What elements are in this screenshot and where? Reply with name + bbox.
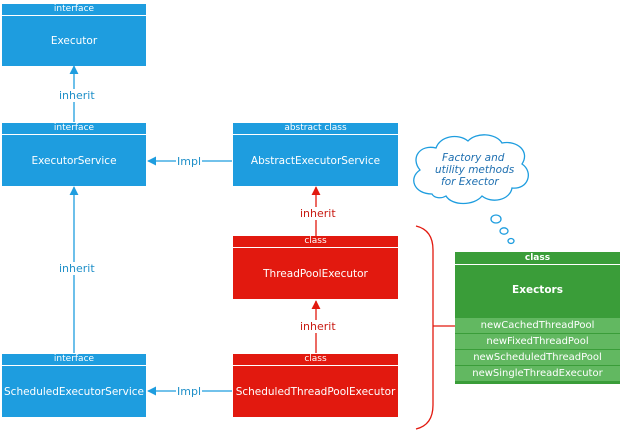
note-line: for Exector	[441, 176, 499, 188]
class-name: Executor	[50, 35, 98, 47]
executor-service-interface-box: interface ExecutorService	[2, 123, 146, 186]
class-name: ScheduledExecutorService	[4, 385, 144, 398]
method-item: newScheduledThreadPool	[455, 350, 620, 365]
edge-label-impl: Impl	[176, 385, 202, 398]
stereotype-label: interface	[2, 123, 146, 135]
method-item: newCachedThreadPool	[455, 318, 620, 333]
edge-label-inherit: inherit	[58, 262, 96, 275]
edge-label-inherit: inherit	[299, 207, 337, 220]
scheduled-executor-service-interface-box: interface ScheduledExecutorService	[2, 354, 146, 417]
class-name: ThreadPoolExecutor	[263, 267, 368, 280]
edge-label-inherit: inherit	[58, 89, 96, 102]
stereotype-label: abstract class	[233, 123, 398, 135]
class-name: Exectors	[512, 284, 563, 296]
stereotype-label: class	[455, 252, 620, 265]
note-text: Factory and utility methods for Exector	[425, 152, 520, 188]
scheduled-thread-pool-executor-box: class ScheduledThreadPoolExecutor	[233, 354, 398, 417]
method-item: newSingleThreadExecutor	[455, 366, 620, 381]
thread-pool-executor-box: class ThreadPoolExecutor	[233, 236, 398, 299]
stereotype-label: class	[233, 236, 398, 248]
stereotype-label: interface	[2, 4, 146, 16]
executor-interface-box: interface Executor	[2, 4, 146, 66]
stereotype-label: interface	[2, 354, 146, 366]
thought-cloud	[413, 134, 529, 245]
edge-label-impl: Impl	[176, 155, 202, 168]
class-name: AbstractExecutorService	[250, 154, 381, 167]
abstract-executor-service-box: abstract class AbstractExecutorService	[233, 123, 398, 186]
method-item: newFixedThreadPool	[455, 334, 620, 349]
note-line: Factory and	[442, 152, 505, 164]
class-name: ScheduledThreadPoolExecutor	[235, 385, 396, 398]
executors-utility-class-box: class Exectors newCachedThreadPool newFi…	[455, 252, 620, 384]
edge-label-inherit: inherit	[299, 320, 337, 333]
note-line: utility methods	[435, 164, 515, 176]
class-name: ExecutorService	[31, 154, 117, 167]
stereotype-label: class	[233, 354, 398, 366]
grouping-bracket	[415, 225, 434, 430]
